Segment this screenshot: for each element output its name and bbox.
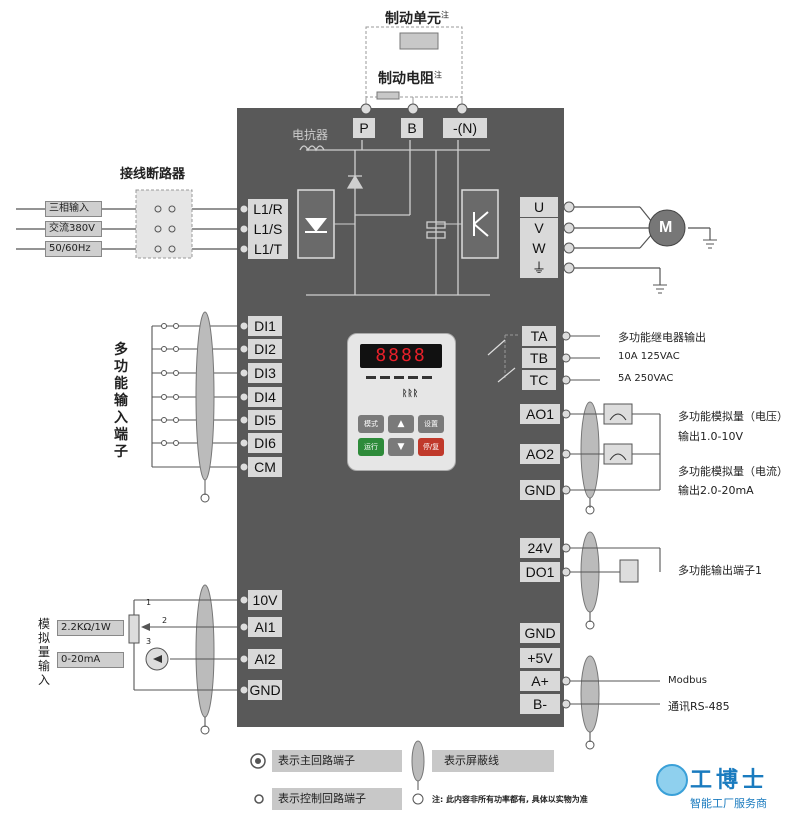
terminal-di5[interactable]: DI5 — [248, 410, 282, 430]
legend-shield: 表示屏蔽线 — [432, 750, 554, 772]
main-terminal-legend-icon — [250, 753, 266, 769]
modbus-label: Modbus — [668, 675, 707, 686]
brake-unit-label: 制动单元注 — [385, 10, 449, 27]
do-relay-box — [619, 559, 639, 583]
terminal-di4[interactable]: DI4 — [248, 387, 282, 407]
ao2-title: 多功能模拟量（电流） — [678, 465, 788, 478]
legend-control-circuit: 表示控制回路端子 — [272, 788, 402, 810]
pot-pin-3: 3 — [146, 637, 152, 646]
terminal-ai2[interactable]: AI2 — [248, 649, 282, 669]
ao2-range: 输出2.0-20mA — [678, 484, 754, 497]
terminal-ao1[interactable]: AO1 — [520, 404, 560, 424]
terminal-pe[interactable]: ⏚ — [520, 258, 558, 278]
key-mode[interactable]: 模式 — [358, 415, 384, 433]
key-run[interactable]: 运行 — [358, 438, 384, 456]
do-label: 多功能输出端子1 — [678, 564, 762, 577]
terminal-l1t[interactable]: L1/T — [248, 239, 288, 259]
pot-rating-box: 2.2KΩ/1W — [57, 620, 124, 636]
ao1-title: 多功能模拟量（电压） — [678, 410, 788, 423]
breaker-label: 接线断路器 — [120, 167, 186, 182]
terminal-5v[interactable]: +5V — [520, 648, 560, 668]
brake-unit-box — [399, 32, 439, 50]
terminal-10v[interactable]: 10V — [248, 590, 282, 610]
brake-resistor-label: 制动电阻注 — [378, 70, 442, 87]
potentiometer-icon — [128, 614, 140, 644]
keypad-display: 8888 — [360, 344, 442, 368]
terminal-do1[interactable]: DO1 — [520, 562, 560, 582]
terminal-gnd-ao[interactable]: GND — [520, 480, 560, 500]
key-up[interactable]: ▲ — [388, 415, 414, 433]
terminal-di3[interactable]: DI3 — [248, 363, 282, 383]
terminal-u[interactable]: U — [520, 197, 558, 217]
terminal-tb[interactable]: TB — [522, 348, 556, 368]
terminal-w[interactable]: W — [520, 238, 558, 258]
terminal-p[interactable]: P — [353, 118, 375, 138]
terminal-ai1[interactable]: AI1 — [248, 617, 282, 637]
control-terminal-legend-icon — [254, 794, 264, 804]
shield-ai — [195, 584, 215, 718]
relay-title: 多功能继电器输出 — [618, 331, 706, 344]
ground-symbol — [653, 239, 717, 294]
watermark-slogan: 智能工厂服务商 — [690, 797, 767, 810]
power-input-label: 三相输入 — [45, 201, 102, 217]
analog-in-caption: 模拟量输入 — [37, 617, 50, 687]
terminal-ao2[interactable]: AO2 — [520, 444, 560, 464]
terminal-di1[interactable]: DI1 — [248, 316, 282, 336]
inverter-module — [461, 189, 499, 259]
motor-symbol — [648, 209, 686, 247]
terminal-di2[interactable]: DI2 — [248, 339, 282, 359]
watermark-logo-icon — [656, 764, 688, 796]
shield-di — [195, 311, 215, 481]
reactor-label: 电抗器 — [292, 128, 329, 142]
terminal-tc[interactable]: TC — [522, 370, 556, 390]
power-input-label: 交流380V — [45, 221, 102, 237]
terminal-di6[interactable]: DI6 — [248, 433, 282, 453]
keypad-brand: ᚱᚱᚱ — [402, 389, 419, 399]
breaker-box — [135, 189, 193, 259]
terminal-a-plus[interactable]: A+ — [520, 671, 560, 691]
terminal-ta[interactable]: TA — [522, 326, 556, 346]
key-down[interactable]: ▼ — [388, 438, 414, 456]
legend-main-circuit: 表示主回路端子 — [272, 750, 402, 772]
shield-legend-icon — [411, 740, 425, 782]
relay-tc-rating: 5A 250VAC — [618, 373, 674, 384]
legend-note: 注: 此内容非所有功率都有, 具体以实物为准 — [432, 795, 588, 804]
brake-resistor-box — [376, 91, 400, 100]
pot-pin-1: 1 — [146, 598, 152, 607]
current-range-box: 0-20mA — [57, 652, 124, 668]
terminal-cm[interactable]: CM — [248, 457, 282, 477]
key-set[interactable]: 设置 — [418, 415, 444, 433]
terminal-gnd-comm[interactable]: GND — [520, 623, 560, 643]
terminal-v[interactable]: V — [520, 218, 558, 238]
motor-label: M — [659, 219, 673, 236]
terminal-b[interactable]: B — [401, 118, 423, 138]
keypad-indicators — [366, 376, 436, 379]
rs485-label: 通讯RS-485 — [668, 700, 730, 713]
digital-inputs-caption: 多功能输入端子 — [114, 342, 128, 460]
power-input-label: 50/60Hz — [45, 241, 102, 257]
terminal-b-minus[interactable]: B- — [520, 694, 560, 714]
terminal-24v[interactable]: 24V — [520, 538, 560, 558]
terminal-n[interactable]: -(N) — [443, 118, 487, 138]
terminal-l1s[interactable]: L1/S — [248, 219, 288, 239]
terminal-gnd-ai[interactable]: GND — [248, 680, 282, 700]
ao1-range: 输出1.0-10V — [678, 430, 743, 443]
relay-tb-rating: 10A 125VAC — [618, 351, 680, 362]
shield-comm — [580, 655, 600, 733]
pot-pin-2: 2 — [162, 616, 168, 625]
key-stop[interactable]: 停/复 — [418, 438, 444, 456]
terminal-l1r[interactable]: L1/R — [248, 199, 288, 219]
keypad-panel: 8888 ᚱᚱᚱ 模式 ▲ 设置 运行 ▼ 停/复 — [347, 333, 456, 471]
watermark-brand: 工博士 — [690, 768, 769, 793]
shield-ao — [580, 401, 600, 499]
